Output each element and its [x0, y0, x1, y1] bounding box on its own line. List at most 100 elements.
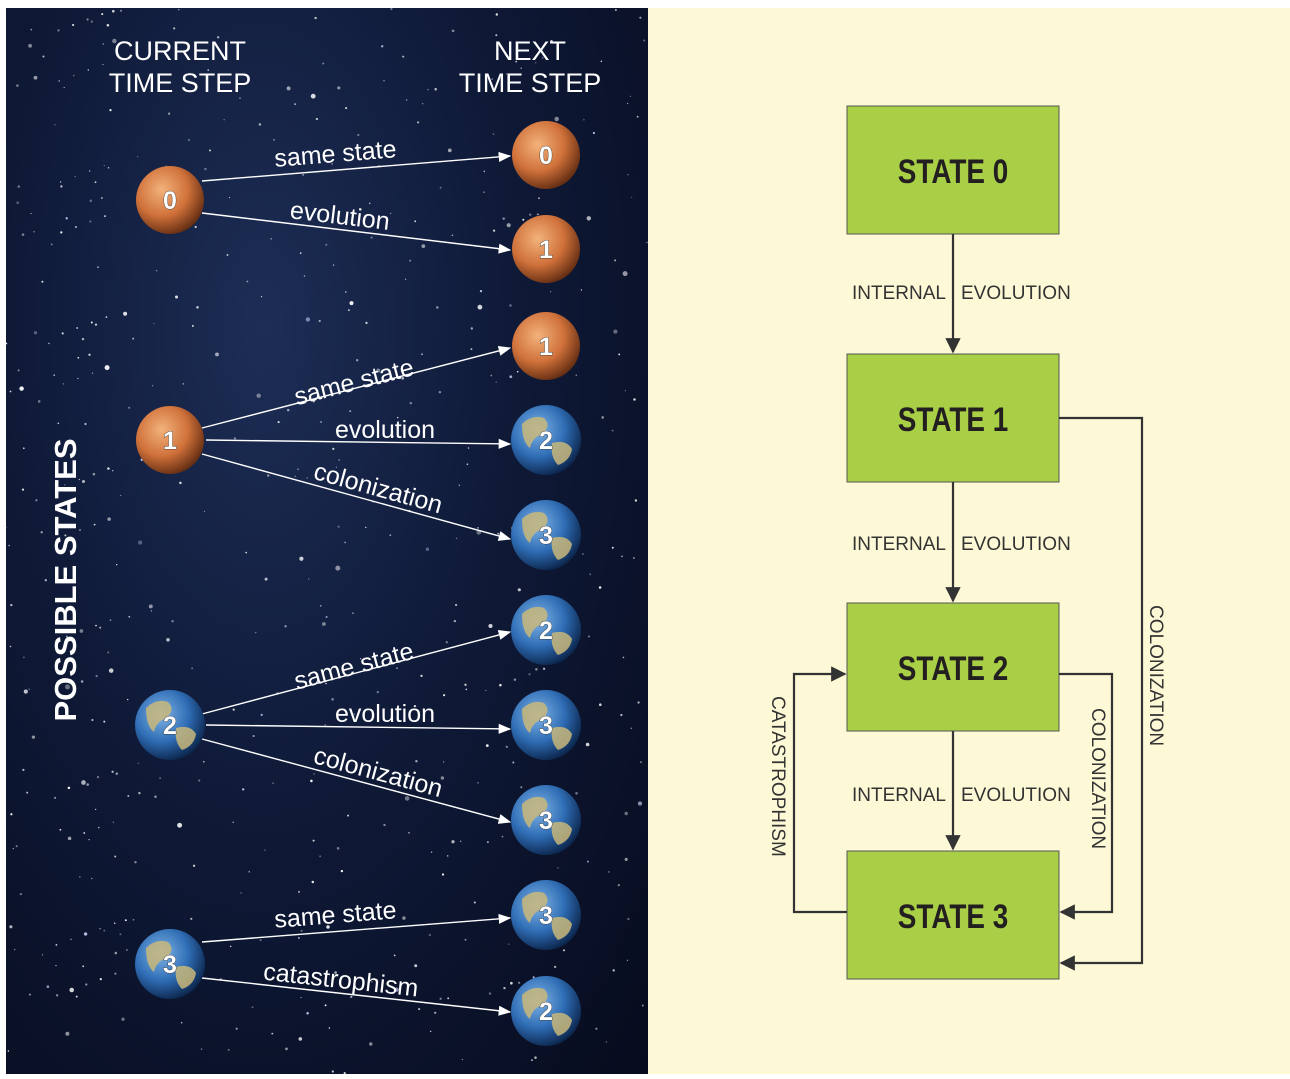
star: [107, 166, 110, 169]
star: [535, 667, 538, 671]
star: [102, 63, 104, 66]
star: [58, 80, 61, 82]
state-1-box: [846, 353, 1060, 483]
star: [61, 332, 64, 335]
star: [583, 119, 585, 121]
star: [81, 479, 86, 484]
star: [57, 422, 60, 425]
star: [622, 271, 628, 277]
star: [409, 401, 413, 405]
star: [402, 55, 405, 58]
star: [466, 463, 469, 466]
star: [582, 553, 584, 555]
star: [314, 16, 317, 20]
star: [182, 383, 185, 385]
star: [97, 826, 100, 829]
star: [108, 668, 114, 673]
star: [28, 993, 31, 996]
colonization-arrow-outer: [1059, 416, 1144, 971]
star: [33, 230, 35, 233]
star: [95, 674, 98, 678]
star: [402, 916, 406, 920]
star: [446, 855, 449, 857]
star: [154, 795, 157, 799]
star: [128, 615, 131, 618]
star: [633, 557, 635, 559]
star: [445, 641, 448, 644]
star: [586, 860, 589, 863]
star: [42, 55, 45, 58]
star: [119, 9, 123, 12]
star: [492, 133, 495, 135]
star: [339, 768, 342, 772]
state-2-box: [846, 602, 1060, 732]
star: [9, 925, 13, 929]
target-planet-earth: 2: [511, 976, 581, 1046]
star: [137, 762, 139, 764]
star: [277, 421, 280, 424]
star: [103, 929, 106, 932]
star: [299, 556, 304, 561]
star: [451, 29, 455, 33]
star: [528, 673, 531, 676]
star: [86, 783, 90, 786]
star: [520, 786, 523, 789]
star: [319, 161, 322, 164]
star: [318, 319, 321, 323]
star: [93, 523, 96, 526]
star: [349, 410, 352, 413]
star: [601, 416, 604, 419]
star: [74, 225, 77, 229]
star: [430, 851, 433, 853]
star: [89, 220, 92, 223]
star: [97, 266, 99, 268]
star: [114, 855, 117, 858]
star: [587, 635, 590, 638]
star: [335, 565, 341, 571]
star: [563, 949, 565, 952]
star: [383, 823, 386, 827]
star: [337, 525, 340, 528]
evolution-label: EVOLUTION: [961, 785, 1071, 806]
star: [9, 390, 12, 393]
star: [297, 936, 300, 939]
star: [535, 62, 537, 64]
target-planet-earth: 3: [511, 690, 581, 760]
star: [611, 429, 614, 432]
star: [55, 994, 59, 997]
star: [22, 768, 25, 772]
target-planet-mars: 1: [512, 215, 580, 283]
star: [325, 616, 328, 618]
star: [401, 377, 405, 380]
star: [421, 244, 426, 248]
star: [376, 690, 380, 694]
star: [159, 777, 161, 779]
star: [53, 374, 55, 376]
star: [192, 864, 196, 867]
star: [207, 69, 209, 71]
star: [26, 791, 29, 794]
star: [370, 236, 373, 239]
svg-text:3: 3: [539, 522, 553, 550]
star: [356, 359, 359, 362]
star: [59, 181, 62, 183]
arrow-1-to-3: [201, 453, 512, 541]
star: [420, 674, 423, 678]
star: [94, 181, 97, 184]
star: [285, 1047, 288, 1051]
star: [60, 231, 63, 234]
star: [505, 72, 508, 75]
star: [347, 814, 350, 817]
star: [63, 86, 65, 89]
edge-label: catastrophism: [262, 958, 420, 1003]
star: [592, 131, 595, 135]
possible-states-diagram: CURRENT TIME STEP NEXT TIME STEP POSSIBL…: [6, 8, 648, 1074]
star: [229, 945, 232, 948]
star: [501, 835, 504, 838]
star: [84, 422, 87, 426]
star: [359, 658, 362, 660]
star: [357, 133, 360, 137]
star: [79, 876, 81, 878]
star: [646, 241, 648, 244]
star: [633, 398, 636, 401]
